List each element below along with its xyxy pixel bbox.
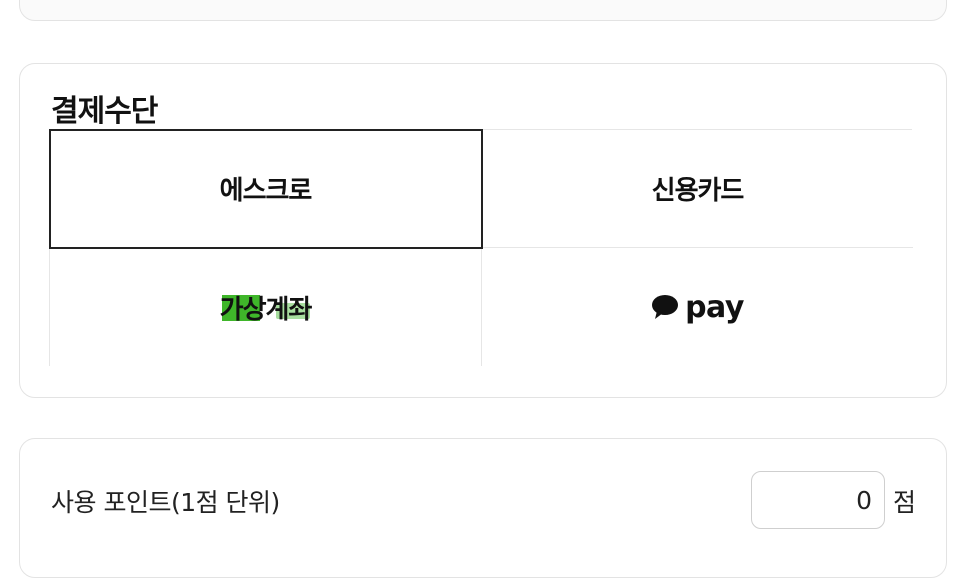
payment-option-escrow[interactable]: 에스크로: [49, 129, 483, 249]
kakaopay-label: pay: [685, 289, 744, 325]
payment-option-kakaopay[interactable]: pay: [482, 248, 913, 366]
points-input[interactable]: [751, 471, 885, 529]
points-label: 사용 포인트(1점 단위): [51, 488, 280, 517]
previous-section-card: [19, 0, 947, 21]
payment-method-title: 결제수단: [51, 94, 158, 129]
payment-option-label: 에스크로: [219, 176, 313, 206]
naver-pay-logo-fragment-icon: [275, 302, 310, 319]
payment-option-label: 가상계좌: [219, 294, 313, 325]
kakao-talk-bubble-icon: [652, 295, 679, 319]
points-card: 사용 포인트(1점 단위) 점: [19, 438, 947, 578]
payment-method-card: 결제수단 에스크로 신용카드 가상계좌 pay: [19, 63, 947, 398]
payment-option-label: 신용카드: [651, 176, 745, 206]
payment-option-credit-card[interactable]: 신용카드: [482, 130, 913, 248]
kakaopay-logo: pay: [651, 290, 744, 325]
points-unit: 점: [893, 488, 917, 517]
payment-method-grid: 에스크로 신용카드 가상계좌 pay: [49, 129, 913, 366]
virtual-account-wrap: 가상계좌: [220, 289, 312, 326]
naver-pay-logo-icon: [221, 294, 260, 321]
payment-option-virtual-account[interactable]: 가상계좌: [50, 248, 482, 366]
